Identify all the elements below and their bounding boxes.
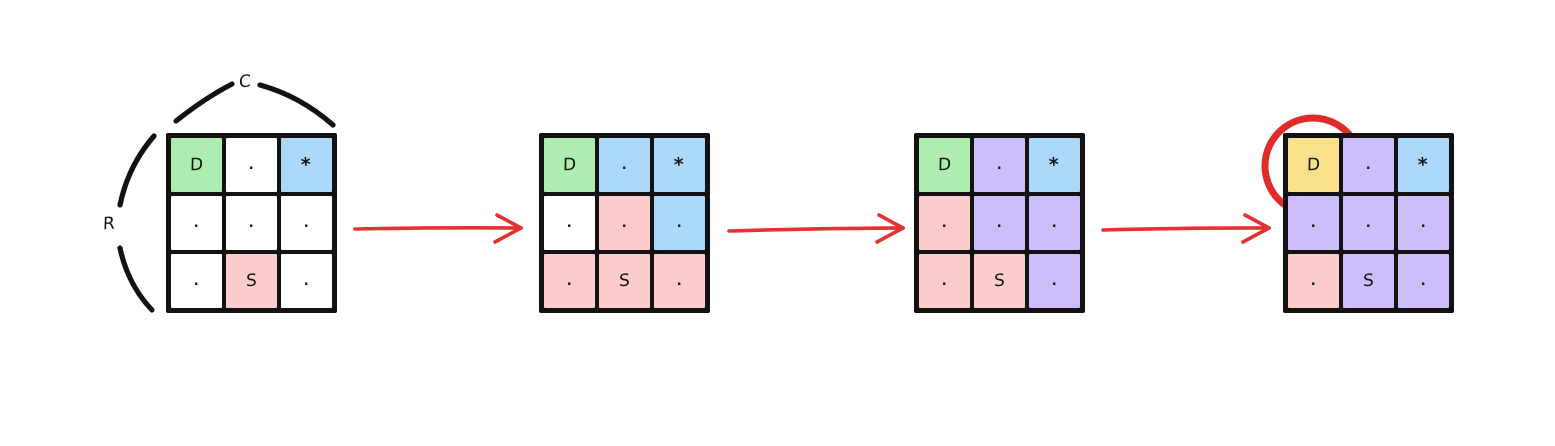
cell-glyph: . [996,157,1003,173]
cell-glyph: . [248,157,255,173]
cell-glyph: . [996,215,1003,231]
grid-4-cell-r2c0[interactable]: . [1288,254,1339,308]
grid-4-cell-r2c1[interactable]: S [1343,254,1394,308]
grid-2-cell-r0c2[interactable]: * [654,138,705,192]
grid-2-cell-r0c1[interactable]: . [599,138,650,192]
grid-3-cell-r1c1[interactable]: . [974,196,1025,250]
grid-3-cell-r2c2[interactable]: . [1029,254,1080,308]
grid-1-cell-r2c0[interactable]: . [171,254,222,308]
row-bracket-top-arc [117,133,157,208]
arrow-shaft [727,226,905,233]
grid-2-cell-r2c2[interactable]: . [654,254,705,308]
arrow-head-upper [877,213,905,230]
cell-glyph: . [676,215,683,231]
grid-1-cell-r2c1[interactable]: S [226,254,277,308]
cell-glyph: . [941,215,948,231]
grid-4-cell-r1c0[interactable]: . [1288,196,1339,250]
cell-glyph: . [193,273,200,289]
arrow-head-lower [493,226,523,244]
grid-2-cell-r2c1[interactable]: S [599,254,650,308]
grid-4-cell-r0c2[interactable]: * [1398,138,1449,192]
arrow-shaft [353,225,523,231]
grid-4-cell-r1c2[interactable]: . [1398,196,1449,250]
cell-glyph: S [618,270,631,291]
grid-2-cell-r0c0[interactable]: D [544,138,595,192]
grid-1-cell-r1c1[interactable]: . [226,196,277,250]
arrow-2 [727,213,905,244]
grid-3-cell-r2c1[interactable]: S [974,254,1025,308]
arrow-3 [1101,213,1271,244]
grid-1-cell-r0c1[interactable]: . [226,138,277,192]
col-bracket-left-arc [173,81,235,124]
grid-3-cell-r0c0[interactable]: D [919,138,970,192]
grid-2-cell-r1c0[interactable]: . [544,196,595,250]
cell-glyph: . [941,273,948,289]
grid-4-cell-r1c1[interactable]: . [1343,196,1394,250]
arrow-head-lower [875,226,905,244]
col-bracket-right-arc [257,82,336,128]
cell-glyph: D [562,154,577,175]
cell-glyph: . [248,215,255,231]
grid-1-cell-r0c2[interactable]: * [281,138,332,192]
cell-glyph: S [993,270,1006,291]
cell-glyph: * [300,153,313,176]
grid-3-cell-r0c2[interactable]: * [1029,138,1080,192]
grid-4-cell-r0c0[interactable]: D [1288,138,1339,192]
cell-glyph: . [1051,215,1058,231]
grid-1-cell-r2c2[interactable]: . [281,254,332,308]
cell-glyph: S [1362,270,1375,291]
grid-2-cell-r1c1[interactable]: . [599,196,650,250]
cell-glyph: . [566,215,573,231]
arrow-1 [353,213,523,244]
grid-2: D. *.... S. [539,133,710,313]
cell-glyph: D [937,154,952,175]
cell-glyph: . [1365,215,1372,231]
arrow-head-upper [1243,213,1271,230]
row-axis-label: R [102,213,116,235]
grid-3-cell-r2c0[interactable]: . [919,254,970,308]
grid-4-cell-r2c2[interactable]: . [1398,254,1449,308]
cell-glyph: . [1310,215,1317,231]
grid-2-cell-r2c0[interactable]: . [544,254,595,308]
grid-4: D. *.... S. [1283,133,1454,313]
arrow-head-lower [1241,226,1271,244]
cell-glyph: * [1048,153,1061,176]
cell-glyph: S [245,270,258,291]
cell-glyph: . [621,157,628,173]
grid-3-cell-r1c0[interactable]: . [919,196,970,250]
cell-glyph: . [1310,273,1317,289]
grid-3: D. *.... S. [914,133,1085,313]
cell-glyph: . [1051,273,1058,289]
grid-4-cell-r0c1[interactable]: . [1343,138,1394,192]
grid-2-cell-r1c2[interactable]: . [654,196,705,250]
row-bracket-bottom-arc [117,245,155,313]
cell-glyph: . [676,273,683,289]
grid-3-cell-r1c2[interactable]: . [1029,196,1080,250]
grid-3-cell-r0c1[interactable]: . [974,138,1025,192]
grid-1: D. *.... S. [166,133,337,313]
col-axis-label: C [238,71,252,93]
cell-glyph: D [1306,154,1321,175]
cell-glyph: . [303,273,310,289]
cell-glyph: . [1420,215,1427,231]
cell-glyph: * [673,153,686,176]
cell-glyph: . [1420,273,1427,289]
cell-glyph: . [1365,157,1372,173]
grid-1-cell-r0c0[interactable]: D [171,138,222,192]
cell-glyph: . [566,273,573,289]
cell-glyph: . [303,215,310,231]
grid-1-cell-r1c2[interactable]: . [281,196,332,250]
arrow-shaft [1101,226,1271,232]
cell-glyph: D [189,154,204,175]
grid-1-cell-r1c0[interactable]: . [171,196,222,250]
arrow-head-upper [495,213,523,230]
cell-glyph: . [193,215,200,231]
cell-glyph: * [1417,153,1430,176]
cell-glyph: . [621,215,628,231]
